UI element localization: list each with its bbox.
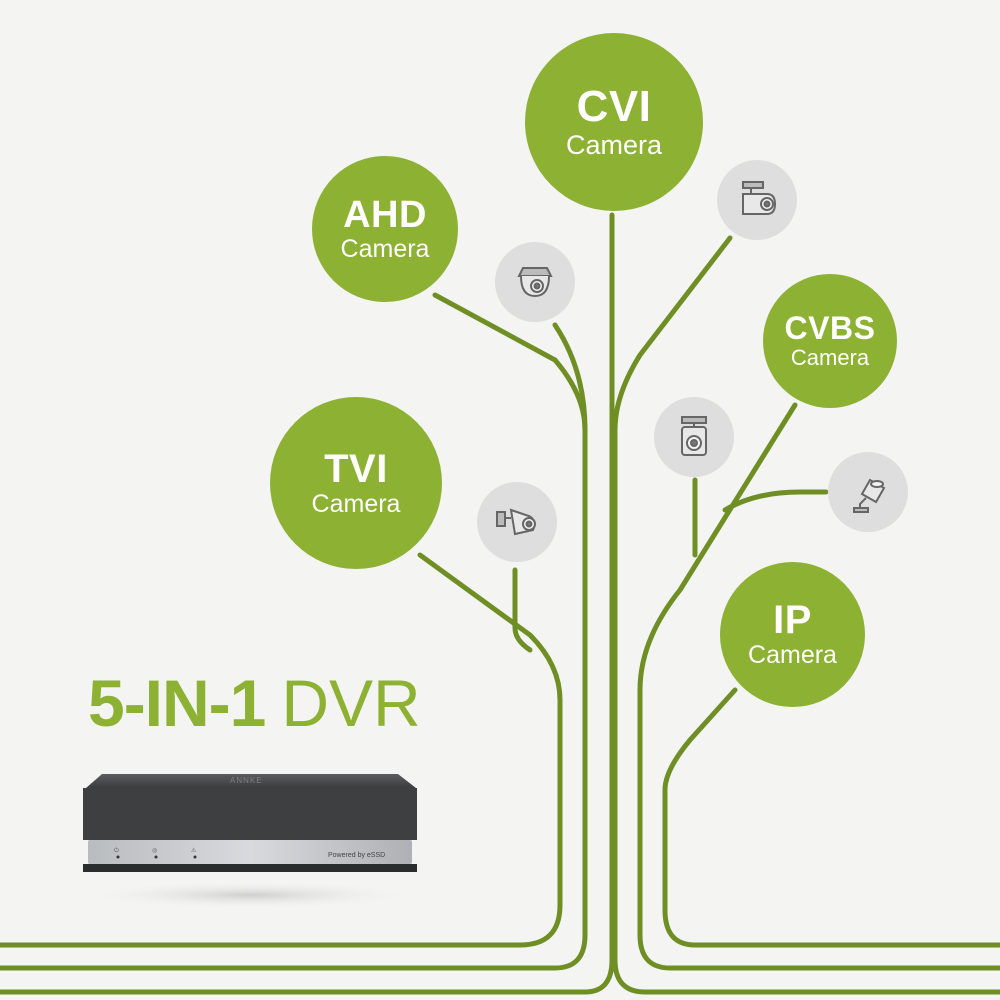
tvi-camera-bubble: TVI Camera	[270, 397, 442, 569]
svg-text:⏻: ⏻	[114, 847, 119, 854]
bullet-camera-icon	[717, 160, 797, 240]
ahd-camera-bubble: AHD Camera	[312, 156, 458, 302]
connector-line	[0, 212, 615, 995]
tvi-subtitle: Camera	[311, 489, 401, 518]
connector-line	[552, 322, 588, 433]
cvbs-title: CVBS	[784, 310, 876, 347]
connector-line	[0, 552, 563, 948]
ahd-subtitle: Camera	[340, 234, 430, 263]
headline-light: DVR	[281, 666, 421, 740]
tvi-title: TVI	[324, 446, 388, 491]
dvr-device: ANNKE ⏻ ◎ ⚠ Powered by eSSD	[80, 774, 420, 909]
turret-camera-icon	[477, 482, 557, 562]
ahd-title: AHD	[343, 193, 427, 236]
cvbs-subtitle: Camera	[790, 345, 870, 371]
svg-text:◎: ◎	[152, 847, 157, 854]
ip-camera-bubble: IP Camera	[720, 562, 865, 707]
connector-line	[722, 489, 829, 513]
dvr-powered-by: Powered by eSSD	[328, 852, 385, 859]
cvi-subtitle: Camera	[565, 129, 663, 160]
cvi-title: CVI	[576, 81, 652, 131]
connector-line	[512, 567, 533, 653]
dvr-brand-label: ANNKE	[230, 776, 263, 785]
dome-camera-icon	[495, 242, 575, 322]
ip-title: IP	[773, 598, 812, 643]
ip-subtitle: Camera	[748, 641, 837, 670]
cvi-camera-bubble: CVI Camera	[525, 33, 703, 211]
connector-line	[662, 687, 1000, 948]
side-bullet-camera-icon	[828, 452, 908, 532]
connector-line	[637, 402, 1000, 971]
box-camera-icon	[654, 397, 734, 477]
svg-text:⚠: ⚠	[191, 847, 197, 854]
connector-line	[612, 235, 1000, 995]
cvbs-camera-bubble: CVBS Camera	[763, 274, 897, 408]
headline-bold: 5-IN-1	[88, 666, 266, 740]
